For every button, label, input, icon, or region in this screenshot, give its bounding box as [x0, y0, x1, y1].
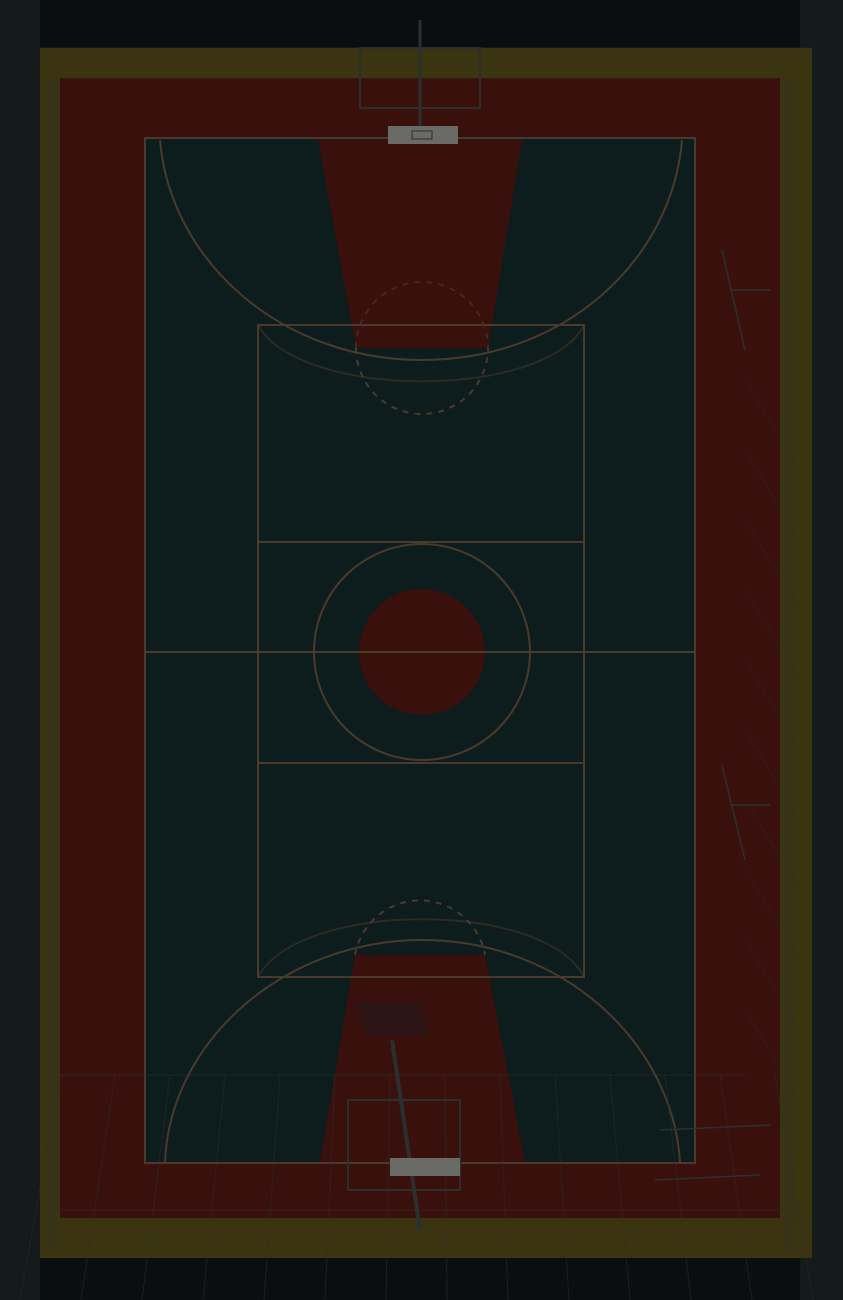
wireframe-line	[719, 1074, 753, 1300]
wireframe-line	[263, 1074, 281, 1300]
wireframe-line	[385, 1074, 391, 1300]
wireframe-line	[744, 519, 801, 611]
wireframe-line	[499, 1074, 509, 1300]
wireframe-line	[141, 1074, 171, 1300]
backboard-top	[388, 126, 458, 144]
goal-bottom-frame	[347, 1099, 461, 1191]
side-scaffold-right	[654, 249, 771, 1181]
wireframe-line	[19, 1074, 61, 1300]
wireframe-line	[202, 1074, 226, 1300]
goal-bottom[interactable]	[347, 1002, 461, 1231]
wireframe-line	[744, 1009, 801, 1101]
wireframe-line	[80, 1074, 116, 1300]
wireframe-line	[444, 1074, 448, 1300]
wireframe-line	[744, 449, 801, 541]
wireframe-line	[609, 1074, 631, 1300]
wireframe-line	[744, 799, 801, 891]
wireframe-line	[744, 589, 801, 681]
goal-bottom-base	[355, 1002, 430, 1035]
backboard-bottom	[390, 1158, 460, 1176]
wireframe-line	[554, 1074, 570, 1300]
stands-left	[0, 0, 40, 1300]
wireframe-line	[744, 729, 801, 821]
wireframe-line	[774, 1074, 814, 1300]
wireframe-line	[744, 869, 801, 961]
wireframe-line	[324, 1074, 336, 1300]
wireframe-line	[744, 939, 801, 1031]
wireframe-line	[664, 1074, 692, 1300]
goal-top[interactable]	[359, 20, 481, 144]
wireframe-line	[744, 379, 801, 471]
key-top	[318, 140, 522, 348]
wireframe-line	[744, 659, 801, 751]
